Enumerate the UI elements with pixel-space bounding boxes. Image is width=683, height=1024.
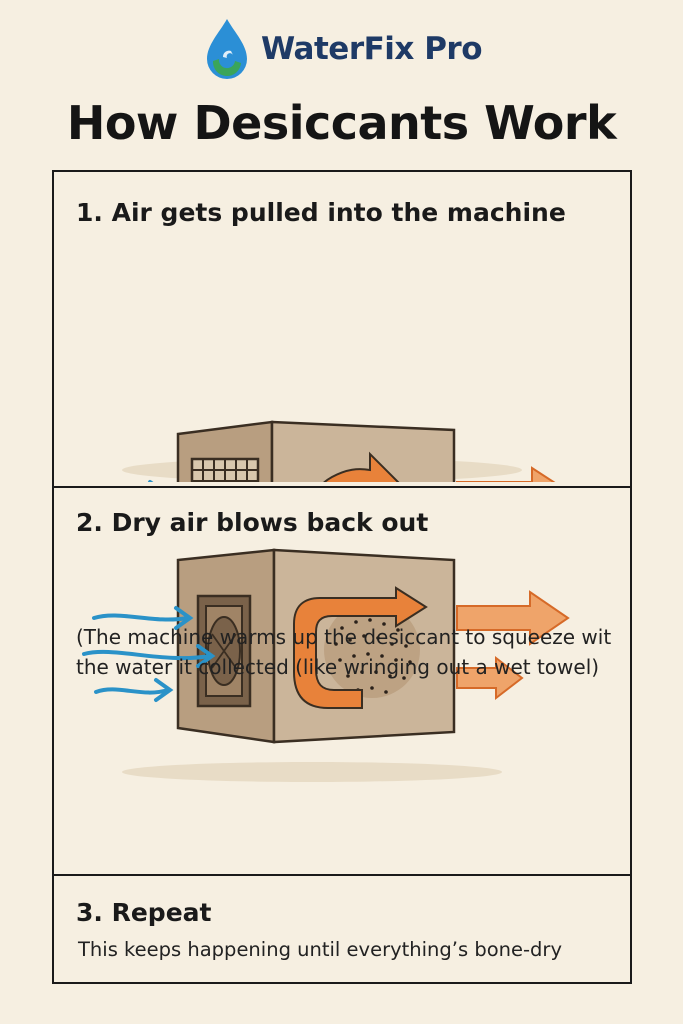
output-arrow-icon <box>456 655 524 701</box>
brand-name: WaterFix Pro <box>260 31 483 67</box>
step-1-illustration <box>122 420 556 482</box>
page-title: How Desiccants Work <box>66 96 617 150</box>
step-2-heading: 2. Dry air blows back out <box>76 508 429 537</box>
step-3-description: This keeps happening until everything’s … <box>78 938 562 961</box>
brand-header: WaterFix Pro <box>0 14 683 84</box>
step-3-heading: 3. Repeat <box>76 898 212 927</box>
step-1-heading: 1. Air gets pulled into the machine <box>76 198 566 227</box>
machine-front <box>270 420 456 482</box>
step-2-note: (The machine warms up the desiccant to s… <box>76 625 612 679</box>
step-2-section: 2. Dry air blows back out <box>54 488 630 876</box>
steps-frame: 1. Air gets pulled into the machine <box>52 170 632 984</box>
mesh-filter-icon <box>190 457 260 482</box>
circular-arrow-icon <box>323 451 400 482</box>
air-flow-arrow-icon <box>82 606 216 702</box>
step-3-section: 3. Repeat This keeps happening until eve… <box>54 876 630 984</box>
step-2-illustration <box>82 548 570 782</box>
desiccant-dots <box>334 618 412 694</box>
output-arrow-icon <box>456 590 570 646</box>
water-drop-logo-icon <box>206 19 247 79</box>
step-1-section: 1. Air gets pulled into the machine <box>54 172 630 488</box>
output-arrow-icon <box>456 466 556 482</box>
shadow <box>122 762 502 782</box>
circular-arrow-icon <box>293 586 428 709</box>
